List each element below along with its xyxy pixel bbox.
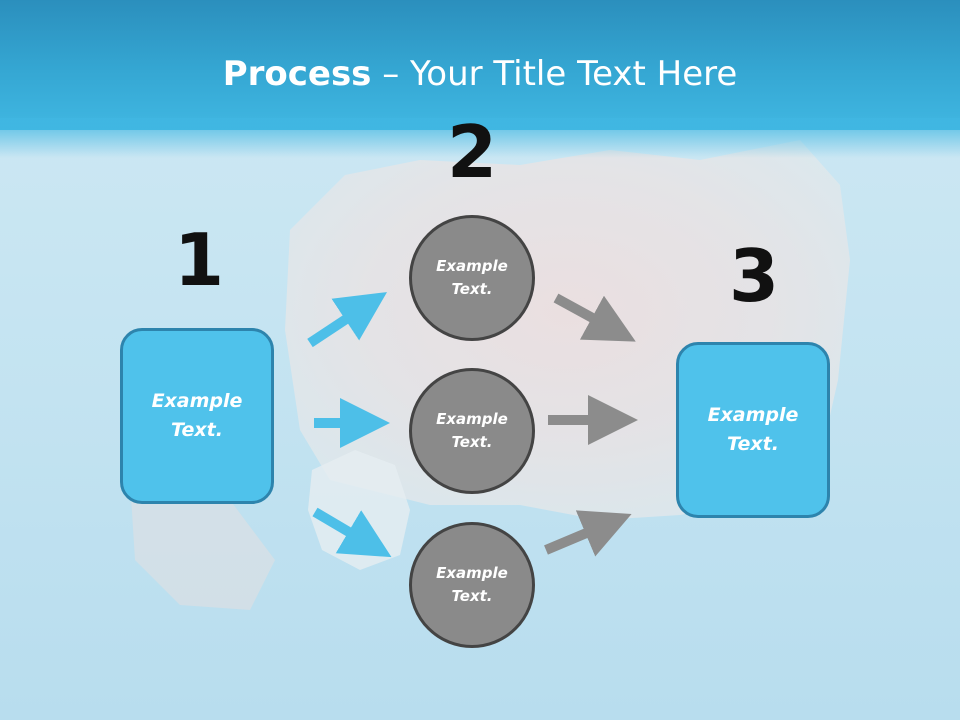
- circle-3: Example Text.: [409, 522, 535, 648]
- title-rest: – Your Title Text Here: [371, 54, 738, 94]
- step-1-box: Example Text.: [120, 328, 274, 504]
- step-3-box: Example Text.: [676, 342, 830, 518]
- step-number-3: 3: [728, 234, 780, 318]
- arrow-to-circle-1: [307, 292, 388, 348]
- circle-3-text: Example Text.: [436, 564, 508, 605]
- step-3-box-text: Example Text.: [707, 404, 799, 455]
- title-bar: [0, 0, 960, 130]
- circle-1: Example Text.: [409, 215, 535, 341]
- step-1-box-text: Example Text.: [151, 390, 243, 441]
- step-number-2: 2: [446, 110, 498, 194]
- step-number-1: 1: [173, 218, 225, 302]
- title-bar-fade: [0, 118, 960, 158]
- arrow-to-circle-3: [312, 507, 392, 558]
- circle-1-text: Example Text.: [436, 257, 508, 298]
- circle-2: Example Text.: [409, 368, 535, 494]
- circle-2-text: Example Text.: [436, 410, 508, 451]
- arrow-from-circle-3: [544, 510, 632, 557]
- arrow-from-circle-1: [553, 293, 636, 342]
- slide-title: Process – Your Title Text Here: [0, 52, 960, 96]
- title-bold: Process: [222, 54, 372, 94]
